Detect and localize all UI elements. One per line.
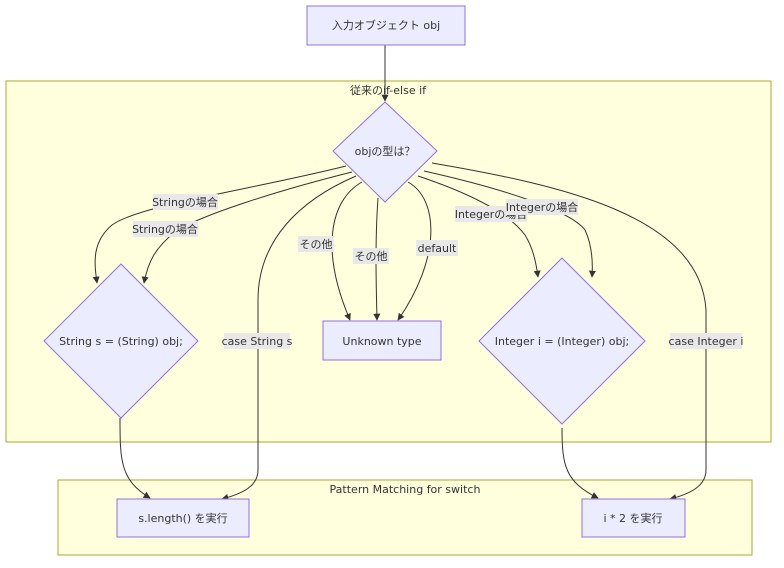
node-unknown[interactable]: Unknown type: [322, 320, 442, 361]
edge-label-other-2: その他: [353, 248, 389, 264]
edge-label-case-string: case String s: [222, 333, 293, 349]
edge-label-other-1: その他: [298, 236, 334, 252]
edge-labels: Stringの場合 Stringの場合 その他 その他 default Inte…: [132, 194, 743, 349]
edge-cast-integer-to-integer-action: [561, 427, 599, 499]
edge-decision-to-cast-integer-1: [417, 175, 541, 278]
edge-label-integer-case-2: Integerの場合: [506, 199, 579, 215]
node-cast-string-label: String s = (String) obj;: [59, 335, 183, 348]
node-cast-string[interactable]: String s = (String) obj;: [43, 263, 199, 419]
node-input-label: 入力オブジェクト obj: [332, 18, 440, 32]
edge-decision-to-integer-action: [431, 162, 707, 501]
edge-label-text: case String s: [222, 335, 293, 348]
cluster-legacy-label: 従来のif-else if: [350, 84, 427, 97]
edge-decision-to-cast-string-1: [92, 165, 347, 284]
node-string-action-label: s.length() を実行: [138, 511, 227, 525]
node-integer-action[interactable]: i * 2 を実行: [581, 498, 686, 538]
edge-cast-string-to-string-action: [119, 417, 151, 499]
edge-label-string-case-2: Stringの場合: [132, 221, 198, 237]
edge-decision-to-unknown-1: [331, 181, 363, 321]
node-integer-action-label: i * 2 を実行: [603, 511, 662, 525]
node-unknown-label: Unknown type: [342, 335, 421, 348]
edge-label-text: Stringの場合: [152, 195, 218, 209]
edge-label-default: default: [416, 240, 458, 256]
edge-label-text: Stringの場合: [132, 222, 198, 236]
edge-label-text: default: [418, 242, 457, 255]
edge-decision-to-string-action: [221, 175, 357, 501]
cluster-pattern-label: Pattern Matching for switch: [330, 483, 481, 496]
edge-label-text: その他: [355, 250, 388, 263]
edge-label-string-case-1: Stringの場合: [152, 194, 218, 210]
node-decision-label: objの型は？: [355, 144, 416, 158]
edge-label-text: case Integer i: [669, 335, 744, 348]
edge-decision-to-unknown-3: [397, 181, 432, 321]
node-input[interactable]: 入力オブジェクト obj: [306, 5, 466, 46]
edge-label-text: その他: [300, 238, 333, 251]
node-decision[interactable]: objの型は？: [332, 101, 438, 203]
edge-label-text: Integerの場合: [506, 200, 579, 214]
edge-label-case-integer: case Integer i: [669, 333, 744, 349]
node-string-action[interactable]: s.length() を実行: [116, 498, 250, 538]
edge-decision-to-cast-integer-2: [423, 170, 596, 278]
node-cast-integer[interactable]: Integer i = (Integer) obj;: [478, 257, 646, 425]
node-cast-integer-label: Integer i = (Integer) obj;: [495, 335, 629, 348]
